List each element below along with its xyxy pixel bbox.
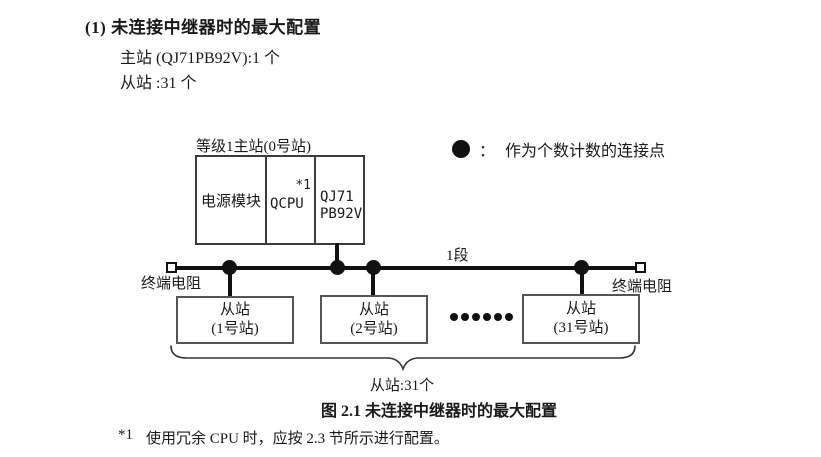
connection-dot-slave31 <box>574 260 589 275</box>
terminator-right-icon <box>635 262 646 273</box>
bus-line <box>177 266 635 270</box>
terminator-left-label: 终端电阻 <box>141 276 202 292</box>
slave2-drop-line <box>371 268 375 295</box>
power-module-cell: 电源模块 <box>197 157 267 243</box>
dot-icon <box>450 313 458 321</box>
pb92v-line1: QJ71 <box>320 189 354 205</box>
terminator-left-icon <box>166 262 177 273</box>
footnote-text: 使用冗余 CPU 时，应按 2.3 节所示进行配置。 <box>146 431 449 447</box>
qcpu-cell: *1 QCPU <box>267 157 316 243</box>
pb92v-cell: QJ71 PB92V <box>316 157 363 243</box>
slave31-drop-line <box>580 268 584 294</box>
master-count-line: 主站 (QJ71PB92V):1 个 <box>120 50 281 67</box>
slave-name: 从站 <box>219 302 250 318</box>
slave-box-1: 从站 (1号站) <box>176 296 294 344</box>
slave1-drop-line <box>228 268 232 297</box>
pb92v-line2: PB92V <box>320 206 363 222</box>
qcpu-footnote-marker: *1 <box>295 178 311 193</box>
dot-icon <box>472 313 480 321</box>
legend: ： 作为个数计数的连接点 <box>452 137 665 161</box>
segment-label: 1段 <box>446 248 469 264</box>
qcpu-label: QCPU <box>270 196 304 212</box>
slave-name: 从站 <box>358 301 389 318</box>
figure-caption: 图 2.1 未连接中继器时的最大配置 <box>320 403 557 420</box>
slave-box-31: 从站 (31号站) <box>522 294 640 344</box>
master-station-box: 电源模块 *1 QCPU QJ71 PB92V <box>195 155 365 245</box>
master-station-label: 等级1主站(0号站) <box>196 139 311 155</box>
slave-station: (31号站) <box>553 320 609 336</box>
section-title: (1) 未连接中继器时的最大配置 <box>85 18 322 37</box>
legend-separator: ： <box>479 143 496 160</box>
footnote-marker: *1 <box>118 427 133 443</box>
brace-label: 从站:31个 <box>369 378 435 394</box>
connection-dot-slave2 <box>366 260 381 275</box>
dot-icon <box>483 313 491 321</box>
connection-dot-slave1 <box>222 260 237 275</box>
dot-icon <box>494 313 502 321</box>
slave-name: 从站 <box>565 301 596 317</box>
connection-point-icon <box>452 140 470 158</box>
terminator-right-label: 终端电阻 <box>612 279 673 295</box>
dot-icon <box>505 313 513 321</box>
slave-station: (1号站) <box>211 321 259 337</box>
slave-station: (2号站) <box>350 320 398 337</box>
brace <box>170 345 636 371</box>
slave-count-line: 从站 :31 个 <box>120 75 197 92</box>
dot-icon <box>461 313 469 321</box>
master-drop-line <box>335 243 339 268</box>
legend-label: 作为个数计数的连接点 <box>505 143 666 160</box>
slave-box-2: 从站 (2号站) <box>320 295 428 344</box>
connection-dot-master <box>330 260 345 275</box>
ellipsis-dots <box>450 313 513 321</box>
